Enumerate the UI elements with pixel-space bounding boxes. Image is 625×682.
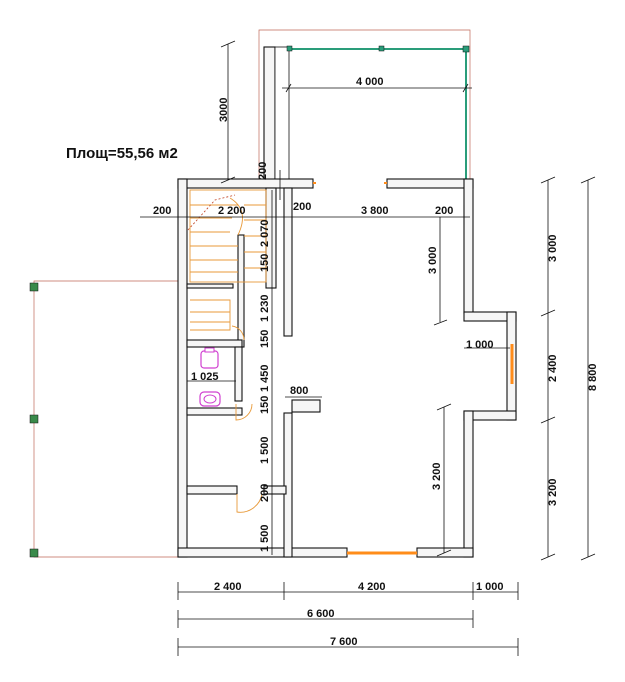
- dim-bottom-6600: 6 600: [307, 608, 335, 620]
- doors: [231, 325, 263, 513]
- sink-icon: [199, 391, 221, 407]
- dim-inner-3000: 3 000: [427, 246, 439, 274]
- dim-right-3200: 3 200: [547, 478, 559, 506]
- dim-2070: 2 070: [259, 219, 271, 247]
- dim-bottom-7600: 7 600: [330, 636, 358, 648]
- dim-150-a: 150: [259, 254, 271, 272]
- toilet-icon: [200, 350, 219, 369]
- dim-inner-800: 800: [290, 385, 308, 397]
- porch-outline: [29, 280, 187, 558]
- dim-200-right: 200: [435, 205, 453, 217]
- dim-bottom-1000: 1 000: [476, 581, 504, 593]
- area-title: Площ=55,56 м2: [66, 145, 178, 162]
- dim-1500-b: 1 500: [259, 524, 271, 552]
- dim-wall-200: 200: [257, 162, 269, 180]
- dimension-lines: [140, 40, 596, 656]
- porch-post-icon: [29, 548, 39, 558]
- porch-post-icon: [29, 282, 39, 292]
- dim-inner-3200: 3 200: [431, 462, 443, 490]
- dimension-labels: 3000 4 000 200 200 2 200 200 3 800 200 2…: [153, 76, 599, 648]
- porch-post-icon: [29, 414, 39, 424]
- dim-2200: 2 200: [218, 205, 246, 217]
- dim-right-2400: 2 400: [547, 354, 559, 382]
- dim-1450: 1 450: [259, 364, 271, 392]
- walls: [177, 178, 517, 558]
- dim-200-left: 200: [153, 205, 171, 217]
- dim-bottom-4200: 4 200: [358, 581, 386, 593]
- dim-200-b: 200: [259, 484, 271, 502]
- windows: [313, 182, 514, 555]
- dim-inner-1000: 1 000: [466, 339, 494, 351]
- dim-3800: 3 800: [361, 205, 389, 217]
- dim-1230: 1 230: [259, 294, 271, 322]
- bathroom-fixtures: [199, 347, 221, 407]
- dim-inner-1025: 1 025: [191, 371, 219, 383]
- dim-top-3000: 3000: [218, 98, 230, 122]
- dim-right-8800: 8 800: [587, 363, 599, 391]
- dim-bottom-2400: 2 400: [214, 581, 242, 593]
- terrace: [258, 29, 471, 186]
- staircase: [187, 189, 267, 331]
- dim-right-3000: 3 000: [547, 234, 559, 262]
- dim-150-c: 150: [259, 396, 271, 414]
- dim-200-mid: 200: [293, 201, 311, 213]
- dim-1500-a: 1 500: [259, 436, 271, 464]
- dim-terrace-4000: 4 000: [356, 76, 384, 88]
- dim-150-b: 150: [259, 330, 271, 348]
